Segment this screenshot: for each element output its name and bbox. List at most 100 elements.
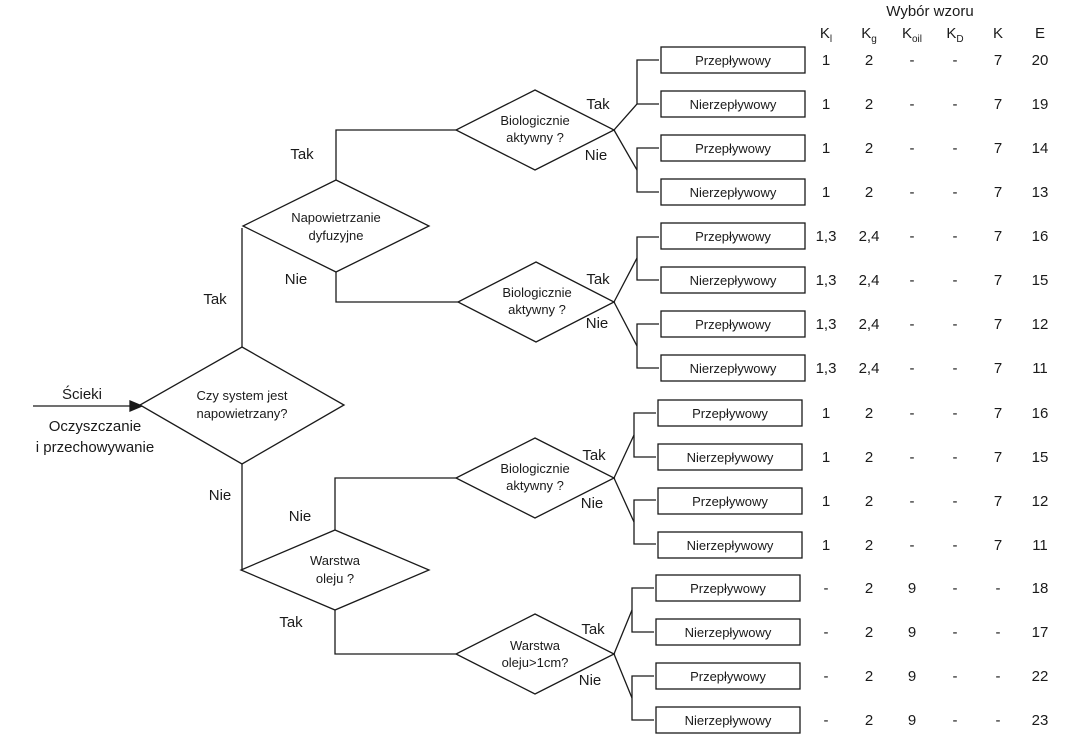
table-cell: 18 (1032, 580, 1049, 597)
table-cell: 1 (822, 140, 830, 157)
table-cell: 2 (865, 140, 873, 157)
table-cell: 2,4 (859, 228, 880, 245)
table-cell: 16 (1032, 228, 1049, 245)
column-header: KD (946, 25, 963, 45)
table-cell: 2,4 (859, 272, 880, 289)
svg-text:Warstwa: Warstwa (510, 638, 561, 653)
table-cell: - (953, 316, 958, 333)
table-cell: 1 (822, 537, 830, 554)
outcome-box: Nierzepływowy (660, 90, 806, 118)
table-cell: - (953, 712, 958, 729)
bracket-group-1 (613, 59, 659, 193)
svg-text:napowietrzany?: napowietrzany? (196, 406, 287, 421)
outcome-box-frame (660, 310, 806, 338)
branch-label-yes: Tak (290, 146, 314, 163)
table-cell: 16 (1032, 405, 1049, 422)
table-cell: 20 (1032, 52, 1049, 69)
outcome-box: Nierzepływowy (655, 618, 801, 646)
outcome-label: Przepływowy (695, 141, 771, 156)
outcome-label: Nierzepływowy (685, 625, 772, 640)
svg-text:Biologicznie: Biologicznie (500, 461, 569, 476)
branch-label-yes: Tak (279, 614, 303, 631)
outcome-box-frame (657, 443, 803, 471)
branch-label-yes: Tak (581, 621, 605, 638)
input-label: Ścieki (62, 385, 102, 403)
table-cell: 1,3 (816, 272, 837, 289)
outcome-box: Nierzepływowy (657, 443, 803, 471)
table-cell: 2 (865, 405, 873, 422)
outcome-box-frame (660, 354, 806, 382)
table-cell: 1 (822, 493, 830, 510)
svg-text:dyfuzyjne: dyfuzyjne (309, 228, 364, 243)
table-cell: - (953, 140, 958, 157)
bracket-group-4 (613, 587, 654, 721)
table-cell: - (910, 449, 915, 466)
svg-text:Napowietrzanie: Napowietrzanie (291, 210, 381, 225)
table-cell: 2 (865, 580, 873, 597)
table-cell: 1 (822, 184, 830, 201)
process-label-line2: i przechowywanie (36, 439, 154, 456)
decision-bio-2: Biologicznie aktywny ? (456, 261, 616, 343)
table-cell: - (953, 228, 958, 245)
outcome-box-frame (655, 706, 801, 734)
table-cell: 7 (994, 449, 1002, 466)
outcome-box: Nierzepływowy (655, 706, 801, 734)
column-header: E (1035, 25, 1045, 42)
outcome-label: Przepływowy (695, 53, 771, 68)
outcome-box-frame (657, 531, 803, 559)
svg-text:Czy system jest: Czy system jest (196, 388, 287, 403)
outcome-box-frame (660, 222, 806, 250)
outcome-boxes: PrzepływowyNierzepływowyPrzepływowyNierz… (655, 46, 806, 734)
process-label-line1: Oczyszczanie (49, 418, 142, 435)
table-cell: 15 (1032, 449, 1049, 466)
outcome-box: Przepływowy (660, 310, 806, 338)
bracket-group-3 (613, 412, 656, 545)
outcome-box: Nierzepływowy (660, 178, 806, 206)
table-cell: 11 (1032, 537, 1048, 554)
table-cell: 13 (1032, 184, 1049, 201)
decision-oil-depth: Warstwa oleju>1cm? (454, 613, 616, 695)
outcome-box-frame (655, 574, 801, 602)
outcome-label: Nierzepływowy (685, 713, 772, 728)
outcome-box-frame (660, 178, 806, 206)
table-cell: 23 (1032, 712, 1049, 729)
table-cell: - (953, 537, 958, 554)
table-cell: 17 (1032, 624, 1049, 641)
table-cell: - (824, 712, 829, 729)
outcome-box-frame (655, 618, 801, 646)
outcome-box-frame (660, 266, 806, 294)
table-cell: 7 (994, 360, 1002, 377)
table-cell: - (910, 493, 915, 510)
outcome-label: Przepływowy (692, 406, 768, 421)
table-cell: 1 (822, 405, 830, 422)
table-cell: - (953, 52, 958, 69)
svg-text:Biologicznie: Biologicznie (500, 113, 569, 128)
decision-oil: Warstwa oleju ? (239, 529, 431, 611)
decision-diffused: Napowietrzanie dyfuzyjne (241, 179, 431, 273)
table-cell: 2,4 (859, 360, 880, 377)
table-cell: 22 (1032, 668, 1049, 685)
table-cell: 9 (908, 580, 916, 597)
branch-label-no: Nie (585, 147, 608, 164)
table-cell: - (910, 272, 915, 289)
outcome-box: Przepływowy (657, 487, 803, 515)
outcome-box-frame (660, 46, 806, 74)
table-cell: - (910, 360, 915, 377)
table-cell: 1,3 (816, 316, 837, 333)
outcome-box: Przepływowy (660, 46, 806, 74)
column-header: K (993, 25, 1003, 42)
table-cell: - (996, 712, 1001, 729)
outcome-box: Przepływowy (655, 662, 801, 690)
outcome-label: Nierzepływowy (690, 361, 777, 376)
table-cell: - (910, 537, 915, 554)
table-cell: 2 (865, 96, 873, 113)
